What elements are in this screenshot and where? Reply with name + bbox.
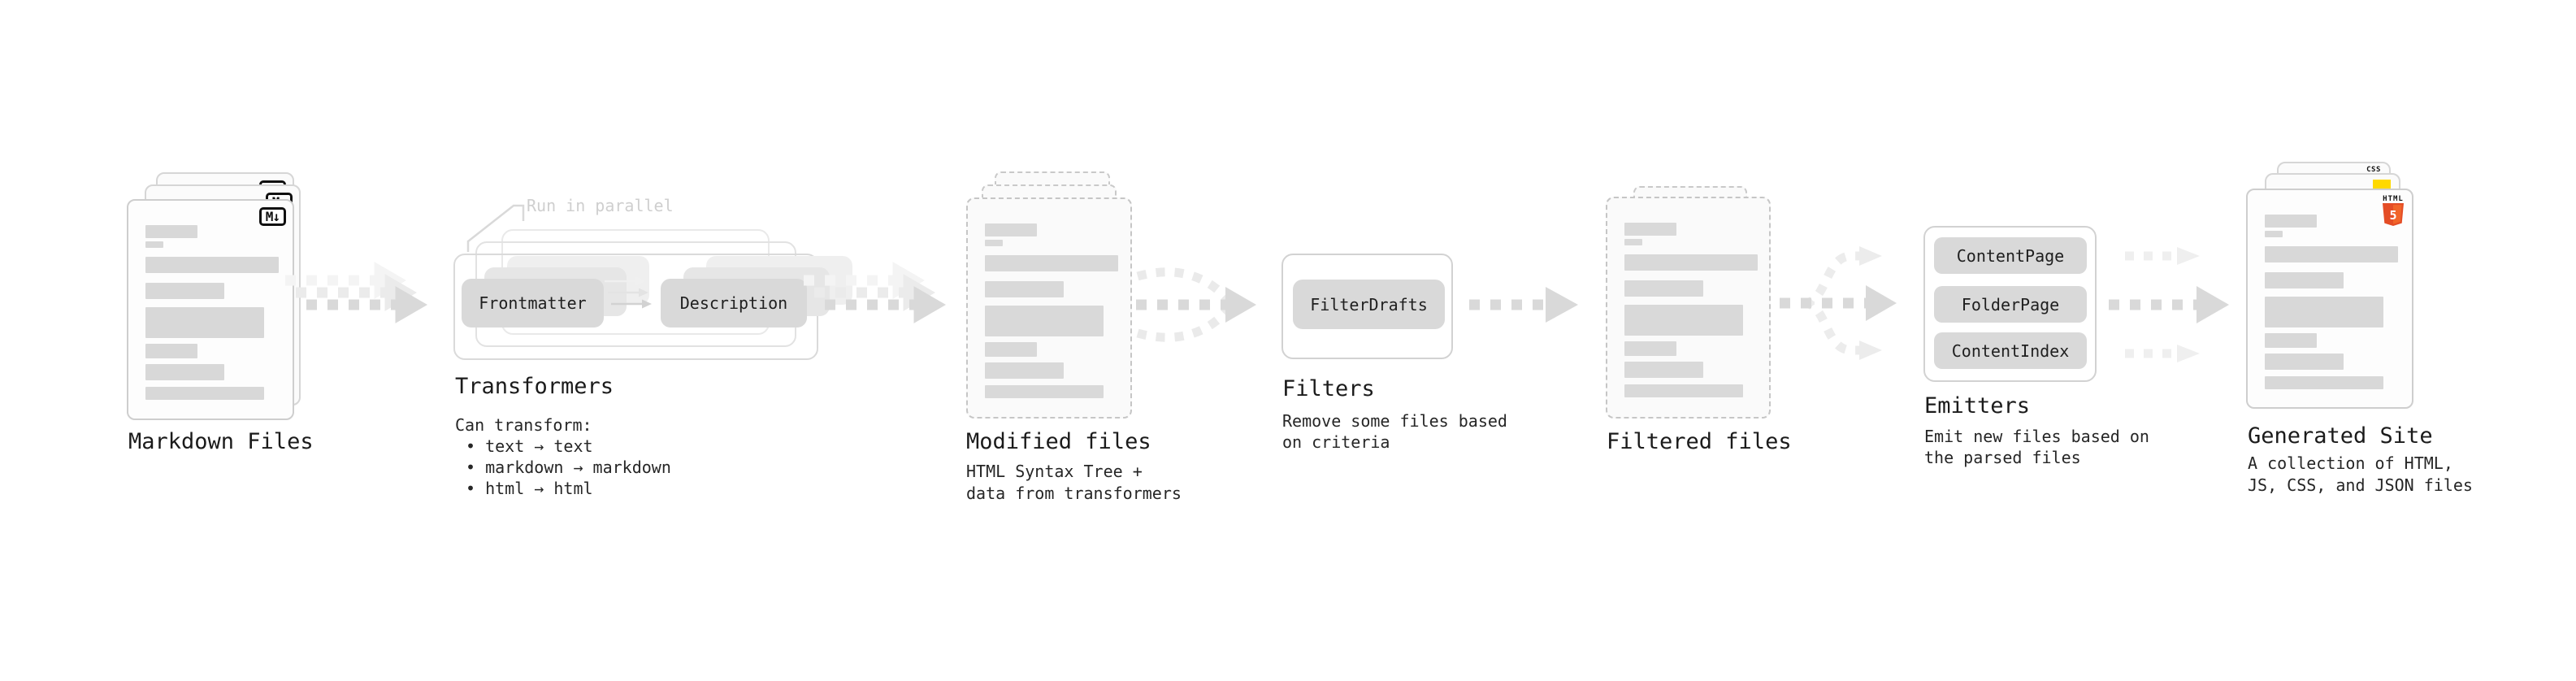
filters-description: Remove some files based on criteria <box>1282 411 1507 453</box>
description-line: Emit new files based on <box>1924 427 2149 446</box>
markdown-files-title: Markdown Files <box>128 429 314 454</box>
text-placeholder-bars <box>1624 223 1758 397</box>
modified-files-title: Modified files <box>966 429 1151 454</box>
transformers-description: Can transform: • text → text • markdown … <box>455 415 671 500</box>
flow-arrow-emitters-to-site <box>2109 247 2229 362</box>
modified-file-card <box>966 197 1132 419</box>
generated-file-card-html: HTML 5 <box>2246 189 2413 409</box>
annotation-leader-line <box>466 204 525 252</box>
mini-arrow-icon <box>605 276 645 286</box>
html5-icon-number: 5 <box>2389 208 2396 223</box>
description-line: • text → text <box>466 436 593 456</box>
text-placeholder-bars <box>985 223 1118 398</box>
text-placeholder-bars <box>145 225 279 400</box>
contentpage-pill: ContentPage <box>1934 237 2087 274</box>
description-line: the parsed files <box>1924 448 2081 467</box>
generated-site-description: A collection of HTML, JS, CSS, and JSON … <box>2248 453 2473 497</box>
mini-arrow-icon <box>608 288 648 297</box>
description-pill: Description <box>661 279 807 327</box>
mini-arrow-icon <box>611 299 652 309</box>
description-line: A collection of HTML, <box>2248 453 2453 473</box>
description-line: Remove some files based <box>1282 411 1507 431</box>
transformers-title: Transformers <box>455 374 614 399</box>
flow-arrow-split-to-emitters <box>1780 246 1897 360</box>
flow-arrow-transformers-to-modified <box>804 262 946 323</box>
flow-arrow-merge-to-filters <box>1136 267 1256 342</box>
generated-site-title: Generated Site <box>2248 423 2433 449</box>
modified-files-description: HTML Syntax Tree + data from transformer… <box>966 462 1182 505</box>
frontmatter-pill: Frontmatter <box>462 279 604 327</box>
description-line: • markdown → markdown <box>466 458 671 477</box>
css-icon-label: CSS <box>2366 166 2381 174</box>
description-line: on criteria <box>1282 432 1390 452</box>
description-line: Can transform: <box>455 415 592 435</box>
html5-icon-label: HTML <box>2383 195 2404 203</box>
filtered-files-title: Filtered files <box>1607 429 1792 454</box>
markdown-icon: M↓ <box>258 207 286 226</box>
markdown-file-card-front: M↓ <box>127 199 294 420</box>
contentindex-pill: ContentIndex <box>1934 332 2087 369</box>
text-placeholder-bars <box>2265 215 2398 389</box>
emitters-description: Emit new files based on the parsed files <box>1924 427 2149 469</box>
description-line: data from transformers <box>966 484 1182 503</box>
filters-title: Filters <box>1282 376 1375 401</box>
filtered-file-card <box>1606 197 1771 419</box>
run-in-parallel-annotation: Run in parallel <box>527 196 674 215</box>
description-line: • html → html <box>466 479 593 498</box>
folderpage-pill: FolderPage <box>1934 286 2087 323</box>
flow-arrow-filters-to-filtered <box>1469 287 1578 323</box>
flow-arrow-markdown-to-transformers <box>285 262 427 323</box>
html5-icon: HTML 5 <box>2381 195 2405 226</box>
description-line: HTML Syntax Tree + <box>966 462 1143 481</box>
description-line: JS, CSS, and JSON files <box>2248 475 2473 495</box>
filterdrafts-pill: FilterDrafts <box>1293 280 1445 329</box>
emitters-title: Emitters <box>1924 393 2031 419</box>
